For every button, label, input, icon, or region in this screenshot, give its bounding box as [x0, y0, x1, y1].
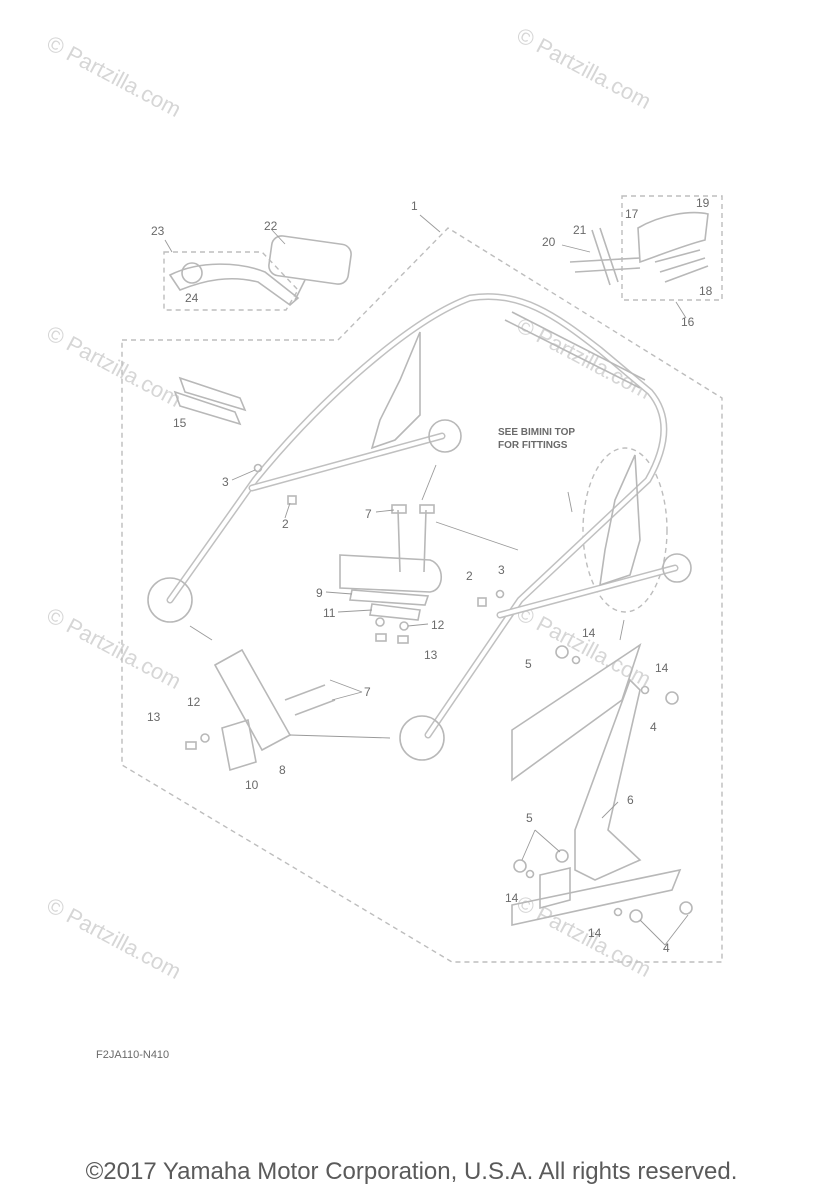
callout-12: 12 [431, 618, 445, 632]
callout-13: 13 [424, 648, 438, 662]
watermark: © Partzilla.com [43, 892, 186, 984]
watermark: © Partzilla.com [513, 890, 656, 982]
mirror-arm-24 [168, 263, 300, 307]
strip-18 [654, 249, 709, 283]
assembly-outline-1 [121, 227, 723, 963]
watermark: © Partzilla.com [43, 602, 186, 694]
callout-21: 21 [573, 223, 587, 237]
watermark: © Partzilla.com [513, 312, 656, 404]
assembly-outline-23 [163, 251, 299, 311]
bracket-21 [591, 227, 619, 286]
bracket-6 [574, 678, 642, 881]
diagram-code: F2JA110-N410 [96, 1049, 169, 1061]
callout-24: 24 [185, 291, 199, 305]
note-line-2: FOR FITTINGS [498, 440, 568, 451]
callout-11: 11 [323, 606, 336, 620]
watermark: © Partzilla.com [43, 320, 186, 412]
plate-11 [369, 603, 421, 621]
callout-9: 9 [316, 586, 323, 600]
left-mount-disc [147, 577, 193, 623]
copyright-notice: ©2017 Yamaha Motor Corporation, U.S.A. A… [85, 1158, 738, 1185]
bolts-7-top [397, 509, 427, 573]
callout-20: 20 [542, 235, 556, 249]
callout-18: 18 [699, 284, 713, 298]
callout-12: 12 [187, 695, 201, 709]
callout-labels: 1 2 2 3 3 4 4 5 5 6 7 7 8 9 10 11 12 12 … [147, 196, 713, 955]
callout-8: 8 [279, 763, 286, 777]
callout-4: 4 [663, 941, 670, 955]
clamp-sleeve-lower [213, 648, 292, 752]
callout-3: 3 [222, 475, 229, 489]
callout-15: 15 [173, 416, 187, 430]
callout-16: 16 [681, 315, 695, 329]
clamp-15 [173, 376, 247, 426]
group-outlines [121, 195, 723, 963]
watermark: © Partzilla.com [43, 30, 186, 122]
tower-frame [147, 293, 692, 761]
callout-13: 13 [147, 710, 161, 724]
deck-plate [511, 643, 642, 782]
callout-14: 14 [655, 661, 669, 675]
callout-7: 7 [365, 507, 372, 521]
left-bracket [370, 331, 421, 450]
callout-1: 1 [411, 199, 418, 213]
callout-14: 14 [582, 626, 596, 640]
bimini-note: SEE BIMINI TOP FOR FITTINGS [498, 427, 575, 451]
leader-lines [164, 214, 689, 946]
fitting-17 [637, 211, 709, 264]
callout-5: 5 [525, 657, 532, 671]
right-bracket [599, 454, 641, 587]
plate-9 [349, 589, 430, 606]
callout-2: 2 [282, 517, 289, 531]
watermark: © Partzilla.com [513, 600, 656, 692]
callout-14: 14 [588, 926, 602, 940]
mirror-22 [268, 235, 352, 285]
callout-3: 3 [498, 563, 505, 577]
plate-10 [221, 718, 257, 772]
assembly-outline-16 [621, 195, 723, 301]
detail-parts [168, 211, 709, 926]
watermark: © Partzilla.com [513, 22, 656, 114]
callout-5: 5 [526, 811, 533, 825]
right-upper-disc [662, 553, 692, 583]
callout-19: 19 [696, 196, 710, 210]
base-plate [511, 868, 682, 926]
clamp-sleeve [339, 554, 443, 593]
callout-14: 14 [505, 891, 519, 905]
watermark-layer: © Partzilla.com © Partzilla.com © Partzi… [43, 22, 656, 984]
nut-13 [375, 633, 387, 642]
right-mount-disc [399, 715, 445, 761]
bolts-7-bottom [284, 684, 336, 716]
callout-6: 6 [627, 793, 634, 807]
callout-7: 7 [364, 685, 371, 699]
top-rail [504, 311, 646, 389]
callout-23: 23 [151, 224, 165, 238]
callout-22: 22 [264, 219, 278, 233]
callout-17: 17 [625, 207, 639, 221]
detail-ellipse [582, 447, 668, 613]
callout-4: 4 [650, 720, 657, 734]
left-upper-disc [428, 419, 462, 453]
note-line-1: SEE BIMINI TOP [498, 427, 575, 438]
callout-10: 10 [245, 778, 259, 792]
callout-2: 2 [466, 569, 473, 583]
